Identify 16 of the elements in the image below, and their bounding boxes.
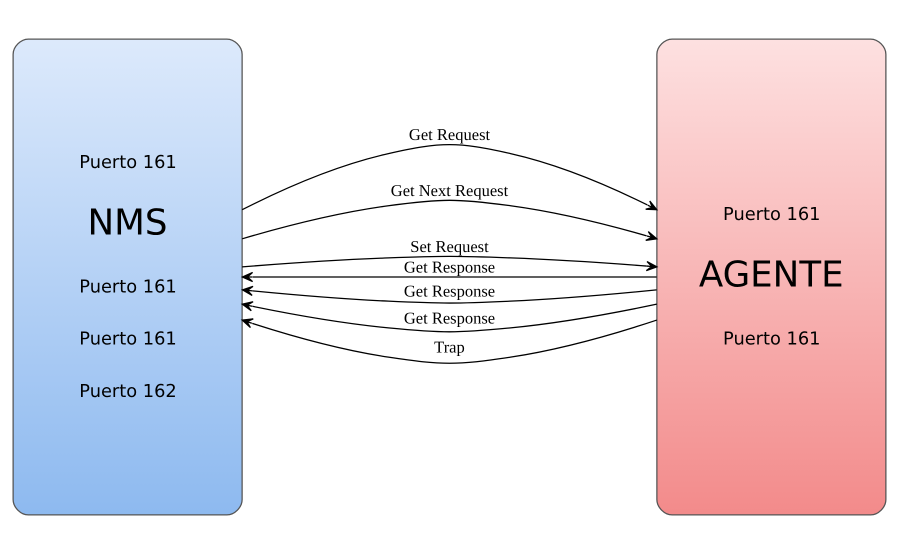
edge-label: Get Response [404, 308, 496, 328]
arrow [242, 144, 658, 210]
edge-label: Get Response [404, 282, 496, 301]
edge-label: Get Next Request [390, 181, 508, 200]
arrow [242, 272, 657, 282]
arrow [242, 200, 658, 241]
edge-label: Set Request [410, 237, 489, 256]
node-box: Puerto 161 NMS Puerto 161 Puerto 161 Puerto 162 [12, 38, 243, 516]
arrow [242, 256, 658, 272]
arrow [242, 318, 658, 364]
arrow [242, 286, 657, 304]
arrow [242, 301, 657, 332]
edge-label: Get Request [408, 125, 490, 144]
node-box: Puerto 161 AGENTE Puerto 161 [656, 38, 887, 516]
edge-label: Trap [434, 338, 465, 357]
edge-label: Get Response [404, 257, 496, 276]
